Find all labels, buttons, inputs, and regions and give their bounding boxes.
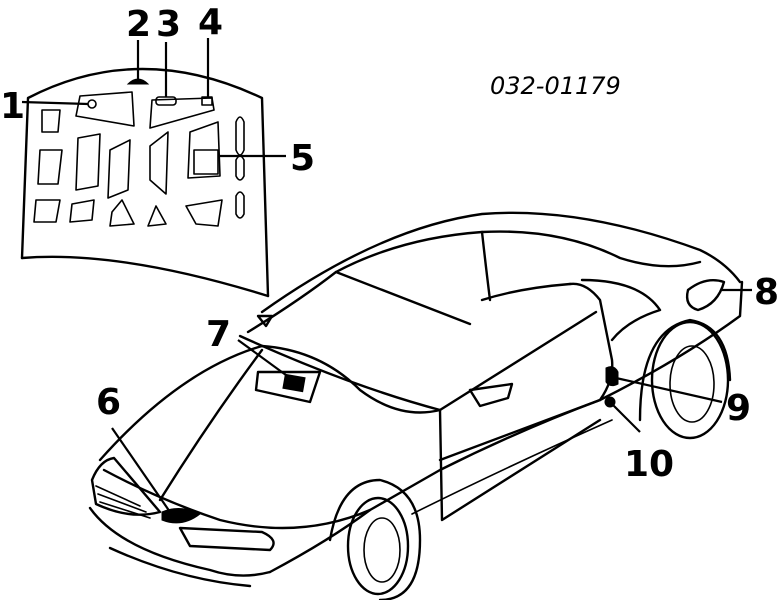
hood-cutout bbox=[235, 155, 245, 181]
hood-front-edge bbox=[20, 255, 270, 298]
side-sill bbox=[268, 280, 744, 574]
antenna-mount bbox=[256, 314, 274, 328]
callout-3: 3 bbox=[156, 4, 181, 45]
windshield-label-area bbox=[254, 370, 322, 404]
rear-quarter-window bbox=[580, 278, 662, 342]
callout-9: 9 bbox=[726, 388, 751, 429]
roofline bbox=[260, 211, 742, 314]
front-wheel-arch bbox=[328, 478, 422, 600]
windshield-top bbox=[480, 230, 492, 302]
front-bumper bbox=[88, 506, 272, 577]
hood-outline bbox=[20, 67, 270, 298]
callout-5: 5 bbox=[290, 138, 315, 179]
hood-top bbox=[98, 344, 442, 462]
label-marker-2 bbox=[126, 78, 150, 85]
label-marker-6 bbox=[161, 508, 201, 524]
hood-cutout bbox=[33, 199, 61, 223]
callout-7: 7 bbox=[206, 314, 231, 355]
roof-inner bbox=[246, 230, 702, 334]
leader-1 bbox=[21, 100, 89, 106]
callout-8: 8 bbox=[754, 272, 778, 313]
leader-6 bbox=[111, 427, 171, 513]
callout-numbers: 1 2 3 4 5 6 7 8 9 10 bbox=[0, 2, 778, 485]
headlight bbox=[178, 526, 275, 552]
door-frame-rear bbox=[568, 282, 614, 402]
bumper-lower bbox=[108, 546, 252, 588]
label-marker-3 bbox=[155, 96, 177, 106]
callout-2: 2 bbox=[126, 4, 151, 45]
leader-lines bbox=[21, 38, 752, 513]
door-outline bbox=[438, 408, 602, 522]
fuel-door bbox=[685, 279, 726, 312]
label-marker-1 bbox=[87, 99, 97, 109]
part-code: 032-01179 bbox=[490, 72, 621, 100]
car-body bbox=[88, 211, 744, 600]
callout-10: 10 bbox=[624, 444, 674, 485]
hood-cutout bbox=[147, 205, 167, 227]
side-mirror bbox=[468, 382, 514, 408]
hood-cutout bbox=[69, 199, 95, 223]
window-beltline bbox=[480, 282, 572, 302]
hood-cutout bbox=[235, 191, 245, 219]
hood-front bbox=[102, 468, 372, 530]
leader-10 bbox=[611, 403, 641, 433]
front-wheel bbox=[346, 496, 410, 596]
front-wheel-rim bbox=[363, 517, 401, 583]
a-pillar-line bbox=[334, 270, 472, 326]
grille-slats bbox=[95, 485, 151, 519]
rear-wheel-rim bbox=[669, 345, 715, 423]
hood-cutout bbox=[41, 109, 61, 133]
leader-9 bbox=[615, 376, 723, 404]
door-line bbox=[438, 398, 602, 462]
hood-cutout bbox=[149, 97, 215, 129]
hood-cutout bbox=[109, 199, 135, 227]
callout-4: 4 bbox=[198, 2, 223, 43]
callout-6: 6 bbox=[96, 382, 121, 423]
hood-cutout bbox=[185, 199, 223, 227]
label-marker-9 bbox=[605, 366, 619, 387]
hood-cutout bbox=[235, 116, 245, 156]
hood-cutout bbox=[149, 131, 169, 195]
hood-crease bbox=[158, 348, 264, 502]
label-marker-7 bbox=[282, 373, 306, 393]
side-molding bbox=[411, 419, 613, 515]
label-marker-5 bbox=[193, 149, 219, 175]
callout-1: 1 bbox=[0, 86, 25, 127]
hood-cutout bbox=[75, 91, 135, 127]
rear-wheel-arch bbox=[638, 318, 732, 422]
hood-cutout bbox=[37, 149, 63, 185]
hood-cutout bbox=[187, 121, 221, 179]
leader-7 bbox=[237, 339, 291, 379]
rear-wheel bbox=[650, 320, 730, 440]
cowl-line bbox=[238, 310, 598, 412]
grille bbox=[90, 456, 162, 516]
hood-cutout bbox=[75, 133, 101, 191]
hood-cutout bbox=[107, 139, 131, 199]
